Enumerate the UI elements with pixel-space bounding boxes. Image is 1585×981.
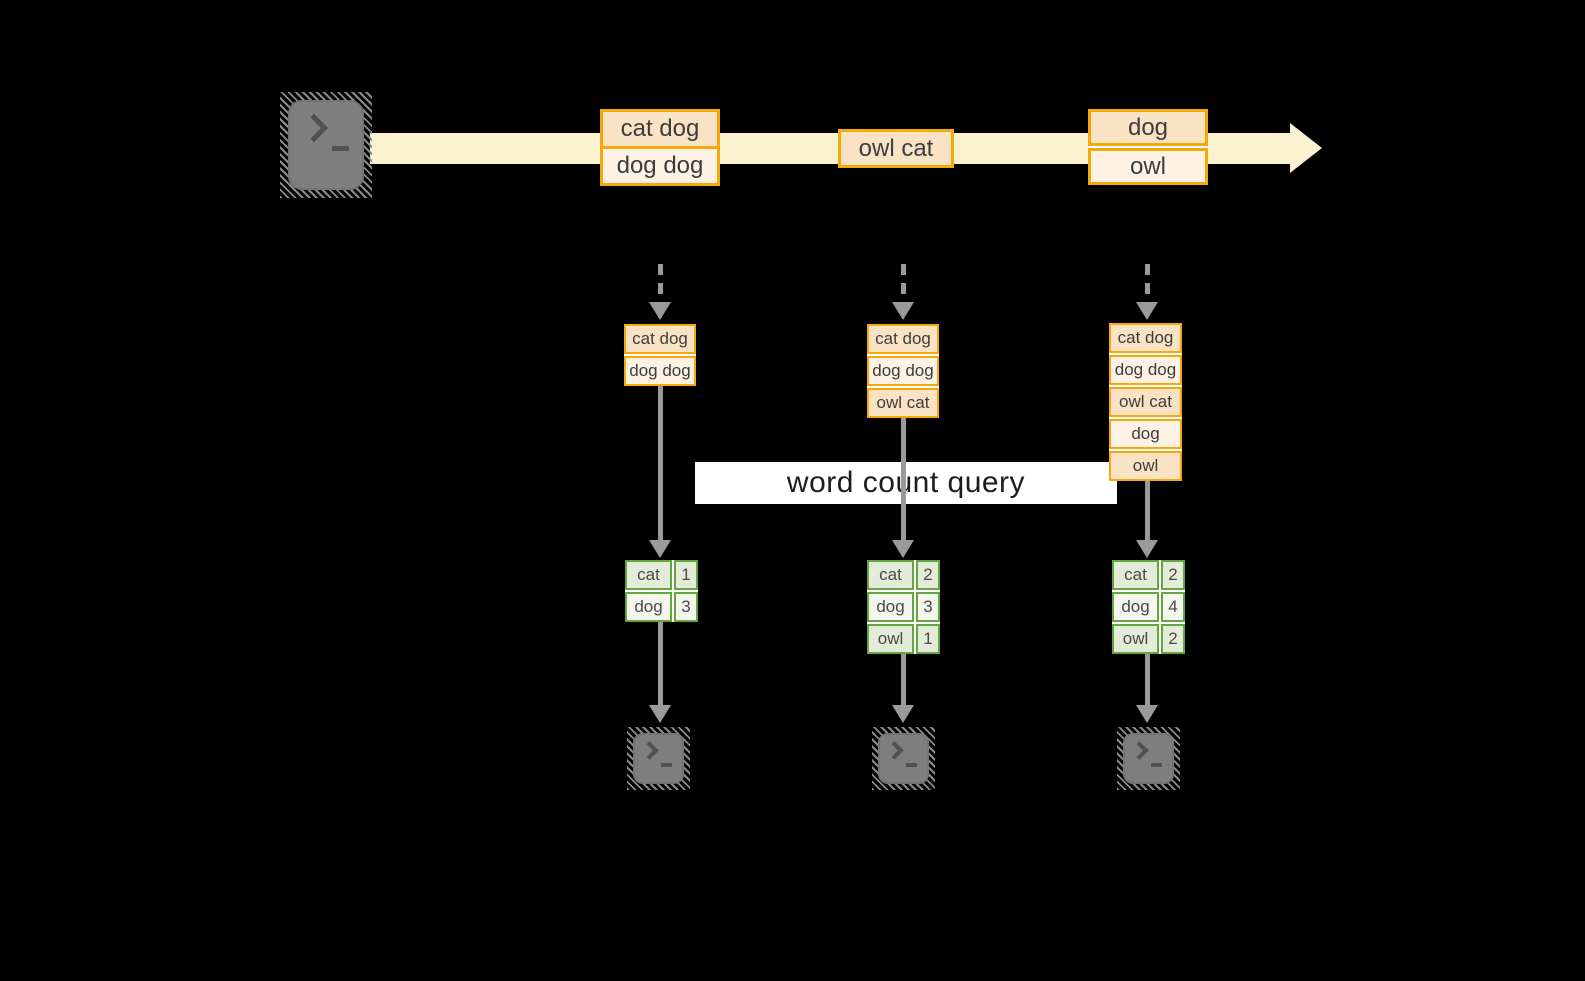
- input-line: dog: [1109, 419, 1182, 449]
- terminal-screen: [288, 100, 364, 190]
- down-arrow-shaft: [657, 386, 663, 542]
- stream-batch-line: cat dog: [600, 109, 720, 149]
- down-arrow-head: [1136, 705, 1158, 723]
- count-cell: 1: [916, 624, 940, 654]
- prompt-chevron-icon: [640, 741, 659, 760]
- prompt-chevron-icon: [885, 741, 904, 760]
- down-arrow-shaft: [900, 654, 906, 707]
- input-line: dog dog: [867, 356, 939, 386]
- down-arrow-head: [649, 540, 671, 558]
- dashed-down-arrow-shaft: [1144, 264, 1150, 303]
- stream-batch-line: dog: [1088, 109, 1208, 146]
- input-line: cat dog: [624, 324, 696, 354]
- terminal-screen: [878, 733, 929, 784]
- word-cell: cat: [1112, 560, 1159, 590]
- dashed-down-arrow-head: [892, 302, 914, 320]
- count-table-3: cat 2 dog 4 owl 2: [1112, 560, 1185, 654]
- terminal-source-icon: [280, 92, 372, 198]
- input-stack-2: cat dog dog dog owl cat: [867, 324, 939, 418]
- terminal-screen: [633, 733, 684, 784]
- input-line: dog dog: [1109, 355, 1182, 385]
- count-row: cat 2: [867, 560, 940, 590]
- down-arrow-shaft: [657, 622, 663, 707]
- input-line: dog dog: [624, 356, 696, 386]
- prompt-chevron-icon: [299, 113, 329, 143]
- count-cell: 2: [916, 560, 940, 590]
- word-cell: owl: [1112, 624, 1159, 654]
- count-cell: 3: [674, 592, 698, 622]
- prompt-underscore-icon: [661, 763, 672, 767]
- input-line: cat dog: [1109, 323, 1182, 353]
- down-arrow-shaft: [1144, 481, 1150, 542]
- dashed-down-arrow-head: [1136, 302, 1158, 320]
- down-arrow-head: [649, 705, 671, 723]
- count-table-2: cat 2 dog 3 owl 1: [867, 560, 940, 654]
- stream-arrowhead-icon: [1290, 123, 1322, 173]
- down-arrow-head: [1136, 540, 1158, 558]
- count-row: dog 3: [867, 592, 940, 622]
- input-line: owl: [1109, 451, 1182, 481]
- stream-batch-1: cat dog dog dog: [600, 109, 720, 186]
- input-line: cat dog: [867, 324, 939, 354]
- stream-batch-3: dog owl: [1088, 109, 1208, 185]
- input-stack-3: cat dog dog dog owl cat dog owl: [1109, 323, 1182, 481]
- prompt-underscore-icon: [1151, 763, 1162, 767]
- count-row: dog 3: [625, 592, 698, 622]
- stream-batch-line: dog dog: [600, 146, 720, 186]
- word-cell: cat: [867, 560, 914, 590]
- down-arrow-head: [892, 705, 914, 723]
- input-line: owl cat: [1109, 387, 1182, 417]
- count-row: owl 1: [867, 624, 940, 654]
- input-stack-1: cat dog dog dog: [624, 324, 696, 386]
- terminal-screen: [1123, 733, 1174, 784]
- down-arrow-shaft: [1144, 654, 1150, 707]
- count-row: owl 2: [1112, 624, 1185, 654]
- stream-batch-line: owl: [1088, 148, 1208, 185]
- down-arrow-shaft: [900, 418, 906, 542]
- count-row: cat 2: [1112, 560, 1185, 590]
- stream-batch-2: owl cat: [838, 129, 954, 168]
- count-table-1: cat 1 dog 3: [625, 560, 698, 622]
- dashed-down-arrow-head: [649, 302, 671, 320]
- terminal-output-icon: [872, 727, 935, 790]
- down-arrow-head: [892, 540, 914, 558]
- count-row: dog 4: [1112, 592, 1185, 622]
- count-row: cat 1: [625, 560, 698, 590]
- count-cell: 2: [1161, 560, 1185, 590]
- terminal-output-icon: [627, 727, 690, 790]
- count-cell: 4: [1161, 592, 1185, 622]
- input-line: owl cat: [867, 388, 939, 418]
- word-cell: dog: [625, 592, 672, 622]
- prompt-underscore-icon: [906, 763, 917, 767]
- count-cell: 1: [674, 560, 698, 590]
- count-cell: 2: [1161, 624, 1185, 654]
- stream-batch-line: owl cat: [838, 129, 954, 168]
- terminal-output-icon: [1117, 727, 1180, 790]
- query-label: word count query: [695, 462, 1117, 504]
- word-cell: owl: [867, 624, 914, 654]
- prompt-underscore-icon: [332, 146, 349, 151]
- prompt-chevron-icon: [1130, 741, 1149, 760]
- word-cell: cat: [625, 560, 672, 590]
- dashed-down-arrow-shaft: [657, 264, 663, 303]
- count-cell: 3: [916, 592, 940, 622]
- word-cell: dog: [867, 592, 914, 622]
- word-cell: dog: [1112, 592, 1159, 622]
- dashed-down-arrow-shaft: [900, 264, 906, 303]
